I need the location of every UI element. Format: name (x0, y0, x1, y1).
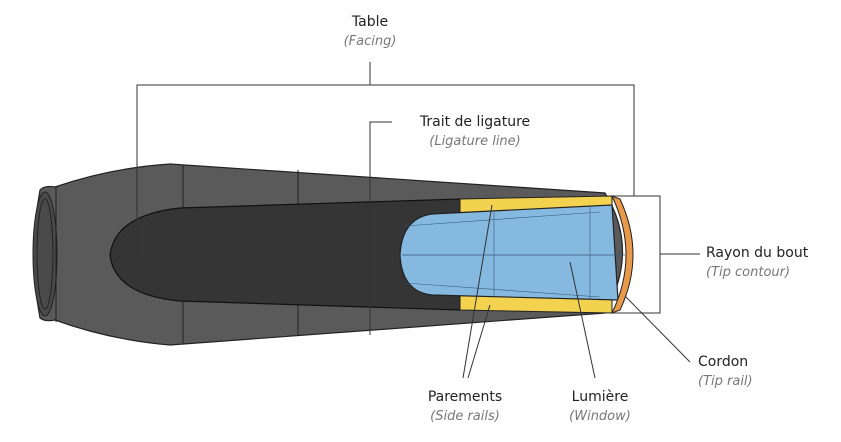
label-table-fr: Table (351, 14, 389, 30)
window-leader (569, 261, 596, 379)
label-table: Table (Facing) (310, 12, 430, 52)
tip-rail-leader (624, 295, 691, 363)
label-tip-contour: Rayon du bout (Tip contour) (706, 243, 808, 283)
label-tip-rail-fr: Cordon (698, 354, 749, 370)
side-rails-leader (462, 204, 493, 379)
label-ligature-fr: Trait de ligature (419, 114, 531, 130)
window (399, 204, 619, 301)
label-tip-contour-en: (Tip contour) (706, 265, 791, 280)
label-tip-rail-en: (Tip rail) (698, 374, 753, 389)
label-ligature: Trait de ligature (Ligature line) (400, 112, 550, 152)
ligature-leader (369, 121, 392, 335)
tip-rail (611, 195, 634, 314)
tip-contour-bracket (612, 195, 700, 314)
label-window-fr: Lumière (571, 389, 629, 405)
label-side-rails: Parements (Side rails) (405, 387, 525, 427)
label-ligature-en: (Ligature line) (429, 134, 521, 149)
label-side-rails-fr: Parements (427, 389, 503, 405)
table-bracket (136, 62, 635, 255)
label-table-en: (Facing) (343, 34, 397, 49)
bore-ring (32, 191, 58, 317)
label-tip-contour-fr: Rayon du bout (706, 245, 809, 261)
label-side-rails-en: (Side rails) (430, 409, 500, 424)
label-window: Lumière (Window) (545, 387, 655, 427)
label-window-en: (Window) (569, 409, 631, 424)
label-tip-rail: Cordon (Tip rail) (698, 352, 753, 392)
